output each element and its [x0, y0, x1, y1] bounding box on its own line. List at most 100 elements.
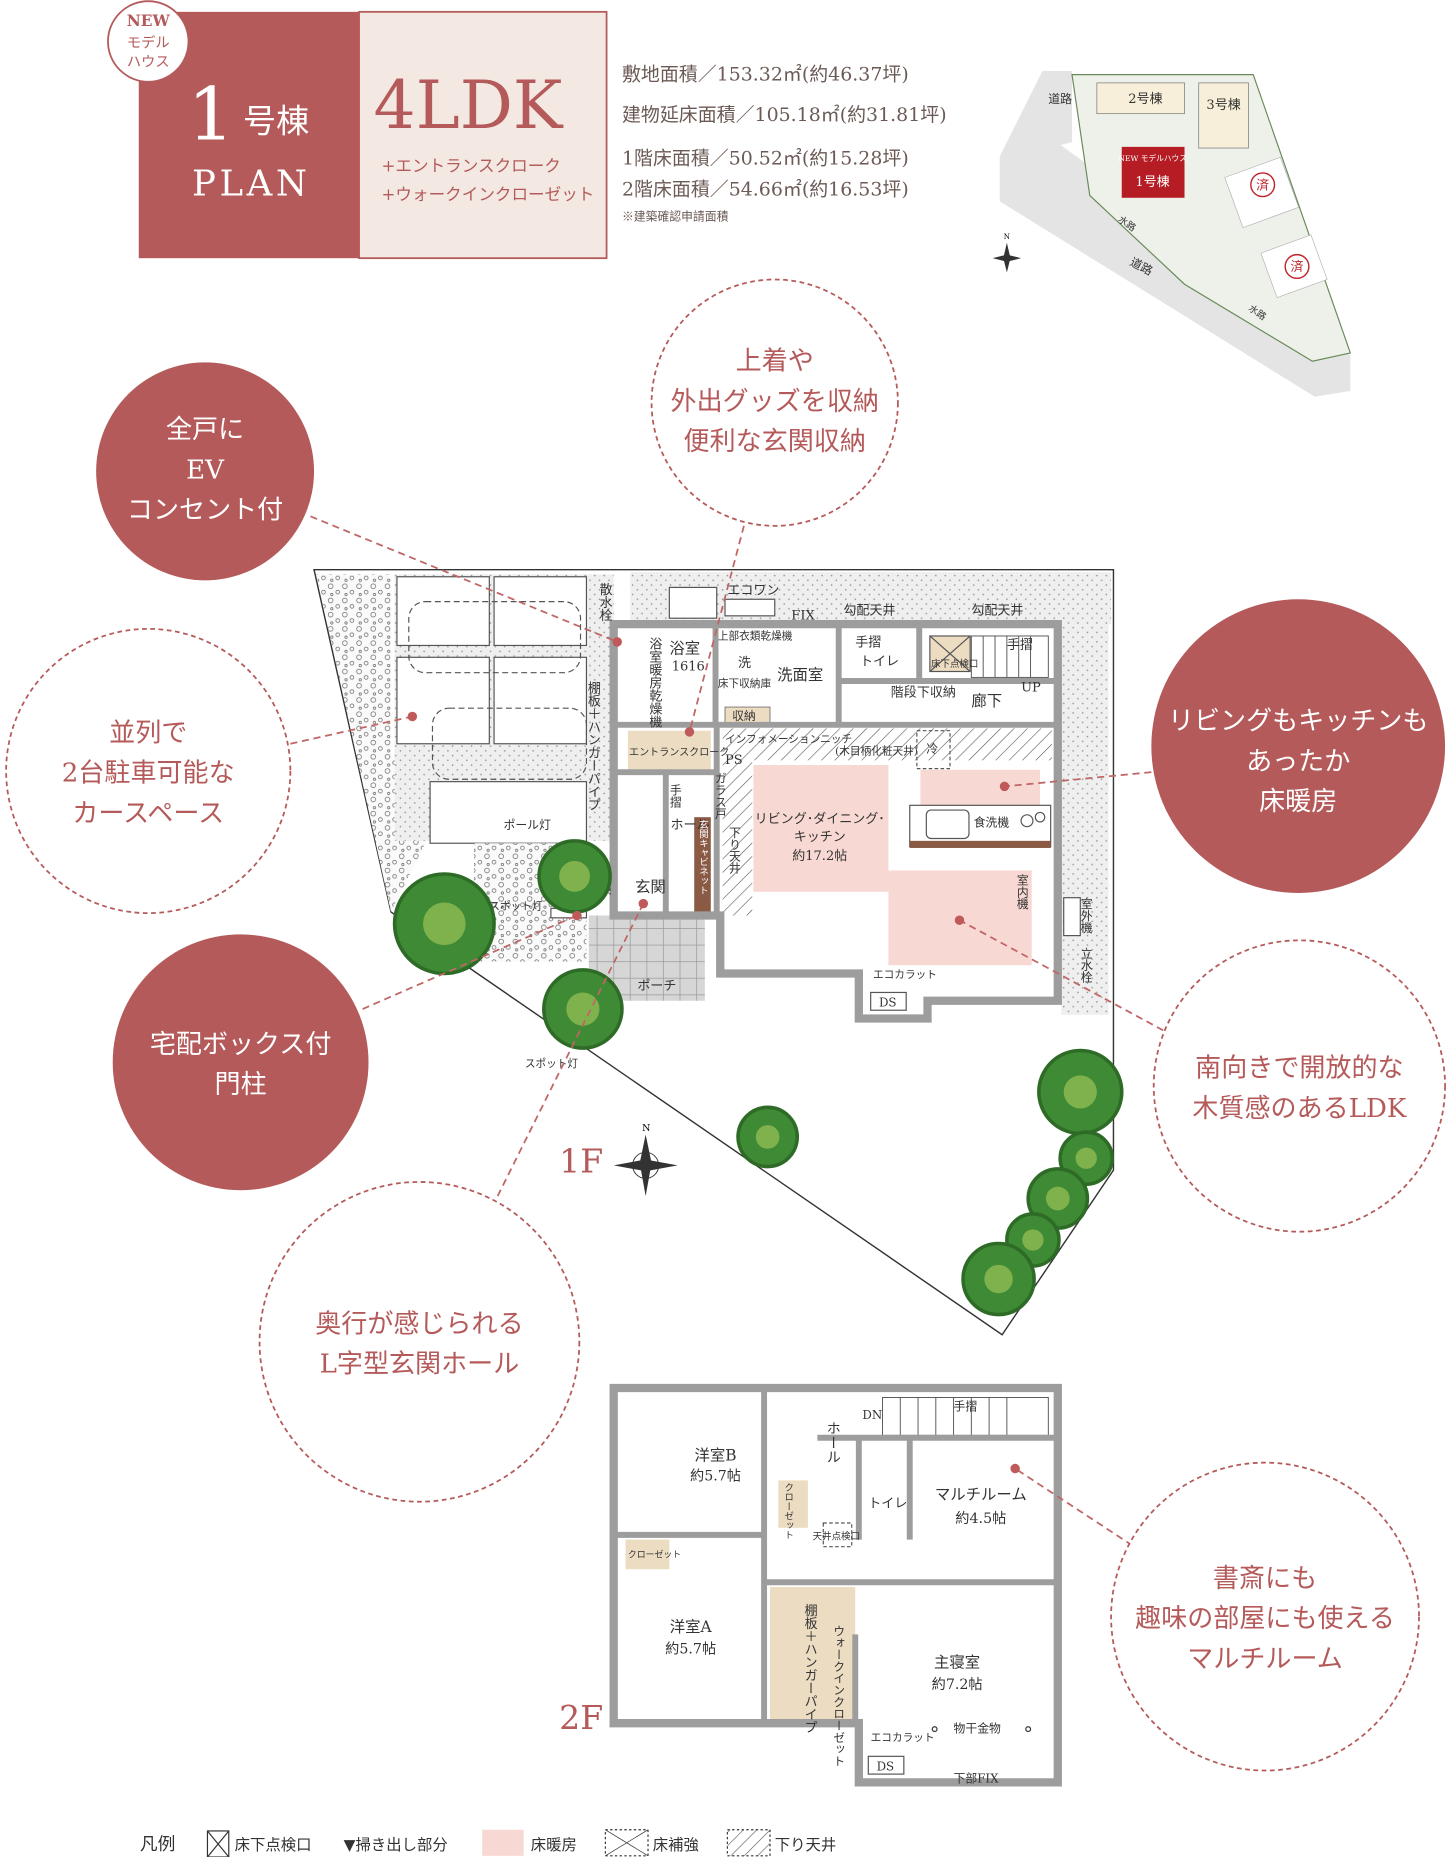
label-faucet: 立水栓 — [1079, 947, 1093, 984]
parking-slab-2 — [493, 576, 588, 647]
building-suffix: 号棟 — [243, 102, 309, 141]
label-ldk-2: キッチン — [794, 830, 846, 845]
label-master: 主寝室 — [934, 1653, 980, 1672]
floor-reinforcement-icon — [604, 1829, 649, 1857]
lot3-label: 3号棟 — [1206, 98, 1240, 113]
floor2-label: 2F — [559, 1698, 603, 1737]
label-spot-light-1: スポット灯 — [489, 900, 543, 913]
badge-house: ハウス — [127, 53, 170, 70]
sold-mark-b — [1284, 253, 1310, 280]
label-dryer: 上部衣類乾燥機 — [718, 630, 793, 643]
callout-ev-outlet: 全戸に EV コンセント付 — [96, 362, 315, 581]
floor-heating-living — [753, 765, 889, 892]
callout-ev-line1: 全戸に — [166, 415, 244, 445]
closet-entrance — [627, 730, 711, 770]
label-glass-door: ガラス戸 — [713, 772, 727, 820]
label-ds-1f: DS — [879, 996, 897, 1010]
label-ps: PS — [725, 753, 743, 768]
sold-mark-a — [1250, 172, 1276, 198]
tree-highlight — [755, 1125, 780, 1149]
closet-b — [778, 1480, 808, 1528]
label-entrance: 玄関 — [635, 878, 666, 896]
callout-parking-line3: カースペース — [72, 799, 224, 829]
road-label-west: 道路 — [1048, 92, 1072, 106]
callout-storage-line1: 上着や — [736, 347, 814, 377]
label-attic: 天井点検口 — [813, 1531, 860, 1543]
floor2-plan: 洋室B 約5.7帖 クローゼット ホール DN 手摺 トイレ 天井点検口 マルチ… — [559, 1383, 1062, 1787]
floor-heating-swatch — [482, 1829, 524, 1856]
tree-highlight — [566, 992, 600, 1026]
legend-floor-heating: 床暖房 — [531, 1836, 577, 1854]
leader-lines — [290, 515, 1164, 1547]
sold-label-a: 済 — [1256, 177, 1269, 193]
label-wood-ceiling: (木目柄化粧天井) — [835, 744, 918, 757]
entrance-cabinet — [694, 817, 711, 916]
label-ds-2f: DS — [877, 1760, 895, 1774]
house-2f-outline — [609, 1383, 1062, 1787]
callout-storage-line3: 便利な玄関収納 — [684, 427, 866, 457]
label-slope-ceiling-2: 勾配天井 — [971, 604, 1023, 619]
callout-ldk-line1: 南向きで開放的な — [1195, 1054, 1403, 1084]
floor1-label: 1F — [559, 1141, 603, 1180]
building-number: 1 — [188, 73, 235, 158]
plan-label: PLAN — [192, 163, 310, 204]
total-floor-area: 建物延床面積／105.18㎡(約31.81坪) — [622, 103, 947, 126]
callout-entrance-storage: 上着や 外出グッズを収納 便利な玄関収納 — [650, 278, 899, 527]
label-ldk-1: リビング･ダイニング･ — [755, 812, 885, 827]
callout-heating-line3: 床暖房 — [1259, 787, 1337, 817]
floor1-area: 1階床面積／50.52㎡(約15.28坪) — [622, 147, 909, 170]
floor-heating-kitchen — [920, 769, 1041, 812]
inspection-hatch-icon-x2 — [206, 1830, 230, 1857]
site-area: 敷地面積／153.32㎡(約46.37坪) — [622, 63, 909, 86]
label-info-niche: インフォメーションニッチ — [725, 733, 852, 746]
callout-multi-room: 書斎にも 趣味の部屋にも使える マルチルーム — [1110, 1461, 1420, 1772]
legend-inspection: 床下点検口 — [235, 1836, 312, 1854]
callout-floor-heating: リビングもキッチンも あったか 床暖房 — [1151, 599, 1446, 893]
callout-ev-line3: コンセント付 — [127, 496, 283, 526]
label-washroom: 洗面室 — [777, 666, 823, 684]
label-spot-light-2: スポット灯 — [525, 1057, 579, 1070]
label-dishwasher: 食洗機 — [974, 816, 1010, 830]
lot1-label: 1号棟 — [1135, 175, 1169, 190]
parking-slab-3 — [396, 656, 490, 745]
label-bath-dryer: 浴室暖房乾燥機 — [646, 637, 662, 729]
label-hall-1f: ホール — [671, 818, 710, 833]
site-compass-n: N — [1004, 232, 1010, 241]
stove-icon-2 — [1034, 811, 1046, 823]
label-up: UP — [1021, 681, 1041, 696]
tree-highlight — [984, 1264, 1013, 1294]
parking-slab-1 — [396, 576, 490, 647]
label-handrail-stairs: 手摺 — [1007, 638, 1033, 653]
callout-heating-line1: リビングもキッチンも — [1168, 707, 1428, 737]
tree-highlight — [1075, 1147, 1097, 1169]
lot2-label: 2号棟 — [1128, 92, 1162, 107]
kitchen-sink — [925, 809, 970, 840]
inspection-hatch-x2 — [929, 635, 971, 672]
sold-label-b: 済 — [1291, 259, 1304, 275]
kitchen-counter-wood — [909, 840, 1051, 848]
house-1f-outline — [609, 619, 1062, 1023]
floor-reinforcement-icon-x2 — [605, 1829, 649, 1857]
label-pole-light: ポール灯 — [504, 818, 551, 832]
parking-slab-5 — [429, 781, 588, 844]
compass-n: N — [642, 1123, 650, 1134]
badge-model: モデル — [127, 33, 170, 51]
label-handrail-wc: 手摺 — [855, 636, 881, 651]
stairs-1f — [970, 635, 1049, 678]
inspection-hatch-icon — [206, 1830, 230, 1857]
label-room-b: 洋室B — [694, 1446, 736, 1464]
label-porch: ポーチ — [637, 979, 676, 994]
callout-entrance-hall: 奥行が感じられる L字型玄関ホール — [258, 1181, 581, 1503]
label-outdoor-unit: 室外機 — [1079, 897, 1093, 934]
area-note: ※建築確認申請面積 — [622, 209, 729, 223]
callout-delivery-line1: 宅配ボックス付 — [150, 1030, 332, 1060]
label-room-a: 洋室A — [670, 1618, 713, 1636]
stairs-2f — [882, 1397, 1049, 1436]
walk-in-closet — [770, 1586, 856, 1724]
label-wash: 洗 — [738, 656, 751, 671]
label-ecocarat-2f: エコカラット — [871, 1731, 935, 1744]
callout-ldk: 南向きで開放的な 木質感のあるLDK — [1152, 939, 1446, 1233]
site-map: 2号棟 3号棟 NEW モデルハウス 1号棟 済 済 道路 道路 水路 水路 N — [992, 71, 1352, 397]
tree-highlight — [1063, 1075, 1097, 1109]
